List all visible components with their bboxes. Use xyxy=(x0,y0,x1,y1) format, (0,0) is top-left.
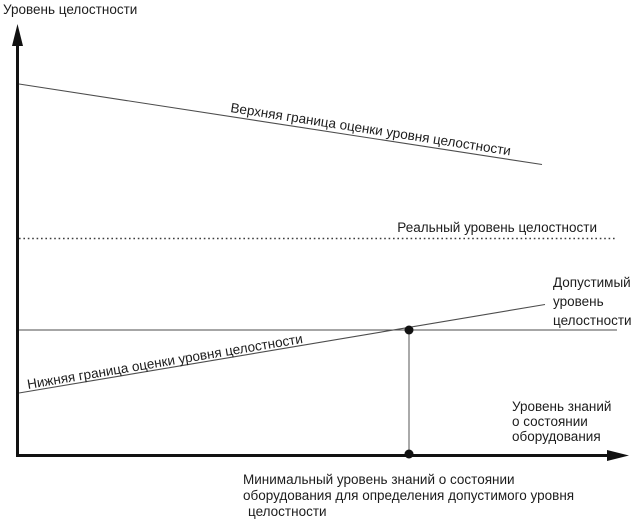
upper-bound-label: Верхняя граница оценки уровня целостност… xyxy=(230,100,512,158)
x-axis-label-line3: оборудования xyxy=(512,429,601,444)
lower-bound-label: Нижняя граница оценки уровня целостности xyxy=(26,331,304,392)
x-axis-point-marker xyxy=(404,449,414,459)
caption-line2: оборудования для определения допустимого… xyxy=(243,488,574,503)
y-axis-label: Уровень целостности xyxy=(3,2,137,17)
real-level-label: Реальный уровень целостности xyxy=(397,220,597,235)
allowed-level-label-line2: уровень xyxy=(553,294,604,309)
y-axis-arrow-icon xyxy=(12,24,23,46)
allowed-level-label-line1: Допустимый xyxy=(553,275,631,290)
intersection-point-marker xyxy=(404,325,414,335)
x-axis-arrow-icon xyxy=(607,450,629,461)
lower-bound-line xyxy=(18,303,546,394)
caption-line3: целостности xyxy=(248,504,327,519)
x-axis-label-line2: о состоянии xyxy=(512,414,588,429)
allowed-level-label-line3: целостности xyxy=(553,313,632,328)
upper-bound-line xyxy=(18,83,543,166)
x-axis-label-line1: Уровень знаний xyxy=(512,399,611,414)
caption-line1: Минимальный уровень знаний о состоянии xyxy=(243,472,515,487)
